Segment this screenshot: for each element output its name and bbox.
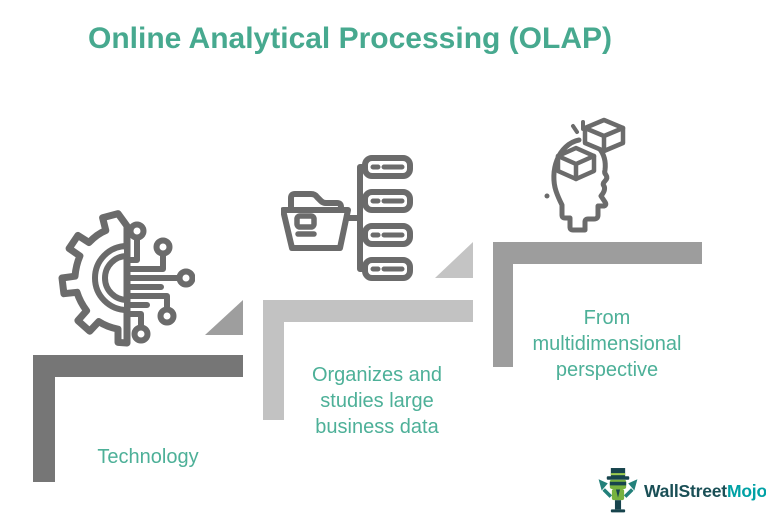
logo-wordmark: WallStreetMojo	[644, 481, 766, 502]
gear-circuit-icon	[45, 203, 195, 353]
wallstreetmojo-mascot-icon	[598, 468, 638, 513]
ascend-triangle-1	[205, 300, 243, 335]
step1-vertical-bar	[33, 355, 55, 482]
page-title: Online Analytical Processing (OLAP)	[87, 22, 612, 55]
head-cubes-icon	[533, 96, 633, 236]
ascend-triangle-2	[435, 242, 473, 278]
step2-label: Organizes and studies large business dat…	[311, 364, 443, 438]
logo-text-accent: Mojo	[726, 481, 766, 501]
step2-horizontal-bar	[263, 300, 473, 322]
step1-label: Technology	[97, 446, 199, 468]
wallstreetmojo-logo: WallStreetMojo	[597, 467, 766, 516]
step3-horizontal-bar	[493, 242, 702, 264]
step2-vertical-bar	[263, 300, 284, 420]
step3-label: From multidimensional perspective	[532, 307, 682, 381]
step1-horizontal-bar	[33, 355, 243, 377]
step3-vertical-bar	[493, 242, 513, 367]
logo-text-primary: WallStreet	[644, 481, 727, 501]
folder-database-icon	[281, 146, 416, 286]
